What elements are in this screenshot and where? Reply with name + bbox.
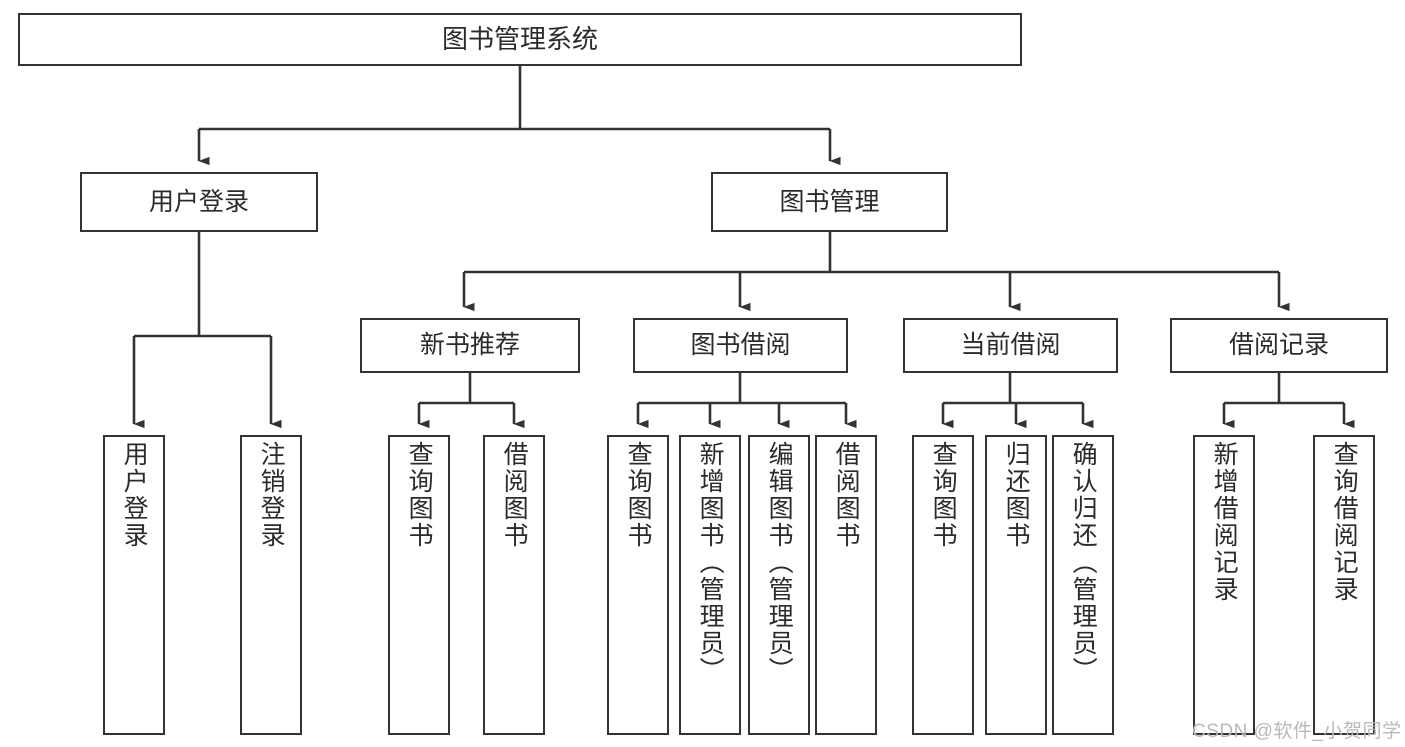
node-book-management-system[interactable]: 图书管理系统 bbox=[18, 13, 1022, 66]
node-label: 用户登录 bbox=[120, 441, 149, 549]
node-label: 图书管理系统 bbox=[441, 23, 598, 54]
node-leaf-confirm-return-admin[interactable]: 确认归还（管理员） bbox=[1052, 435, 1114, 735]
node-book-borrow[interactable]: 图书借阅 bbox=[633, 318, 848, 373]
node-label: 归还图书 bbox=[1002, 441, 1031, 549]
node-borrow-record[interactable]: 借阅记录 bbox=[1170, 318, 1388, 373]
node-label: 查询图书 bbox=[624, 441, 653, 549]
node-label: 图书管理 bbox=[779, 187, 880, 216]
node-user-login[interactable]: 用户登录 bbox=[80, 172, 318, 232]
node-leaf-borrow-book-recommend[interactable]: 借阅图书 bbox=[483, 435, 545, 735]
node-label: 当前借阅 bbox=[960, 331, 1061, 360]
node-label: 编辑图书（管理员） bbox=[765, 441, 794, 684]
node-label: 新增借阅记录 bbox=[1210, 441, 1239, 603]
node-leaf-add-borrow-record[interactable]: 新增借阅记录 bbox=[1193, 435, 1255, 735]
node-current-borrow[interactable]: 当前借阅 bbox=[903, 318, 1118, 373]
node-book-management[interactable]: 图书管理 bbox=[711, 172, 948, 232]
node-leaf-edit-book-admin[interactable]: 编辑图书（管理员） bbox=[748, 435, 810, 735]
csdn-watermark: CSDN @软件_小贺同学 bbox=[1192, 721, 1402, 742]
node-label: 注销登录 bbox=[257, 441, 286, 549]
node-leaf-query-book-current[interactable]: 查询图书 bbox=[912, 435, 974, 735]
node-label: 查询借阅记录 bbox=[1330, 441, 1359, 603]
node-leaf-query-borrow-record[interactable]: 查询借阅记录 bbox=[1313, 435, 1375, 735]
node-label: 查询图书 bbox=[929, 441, 958, 549]
node-label: 图书借阅 bbox=[690, 331, 791, 360]
node-label: 用户登录 bbox=[148, 187, 249, 216]
node-label: 借阅图书 bbox=[832, 441, 861, 549]
node-label: 确认归还（管理员） bbox=[1069, 441, 1098, 684]
node-leaf-query-book-recommend[interactable]: 查询图书 bbox=[388, 435, 450, 735]
node-label: 借阅记录 bbox=[1228, 331, 1329, 360]
node-label: 借阅图书 bbox=[500, 441, 529, 549]
node-leaf-user-logout[interactable]: 注销登录 bbox=[240, 435, 302, 735]
node-label: 查询图书 bbox=[405, 441, 434, 549]
node-leaf-user-login[interactable]: 用户登录 bbox=[103, 435, 165, 735]
node-leaf-borrow-book[interactable]: 借阅图书 bbox=[815, 435, 877, 735]
node-label: 新增图书（管理员） bbox=[696, 441, 725, 684]
node-label: 新书推荐 bbox=[419, 331, 520, 360]
node-leaf-return-book[interactable]: 归还图书 bbox=[985, 435, 1047, 735]
node-leaf-query-book-borrow[interactable]: 查询图书 bbox=[607, 435, 669, 735]
node-leaf-add-book-admin[interactable]: 新增图书（管理员） bbox=[679, 435, 741, 735]
node-new-book-recommend[interactable]: 新书推荐 bbox=[360, 318, 580, 373]
